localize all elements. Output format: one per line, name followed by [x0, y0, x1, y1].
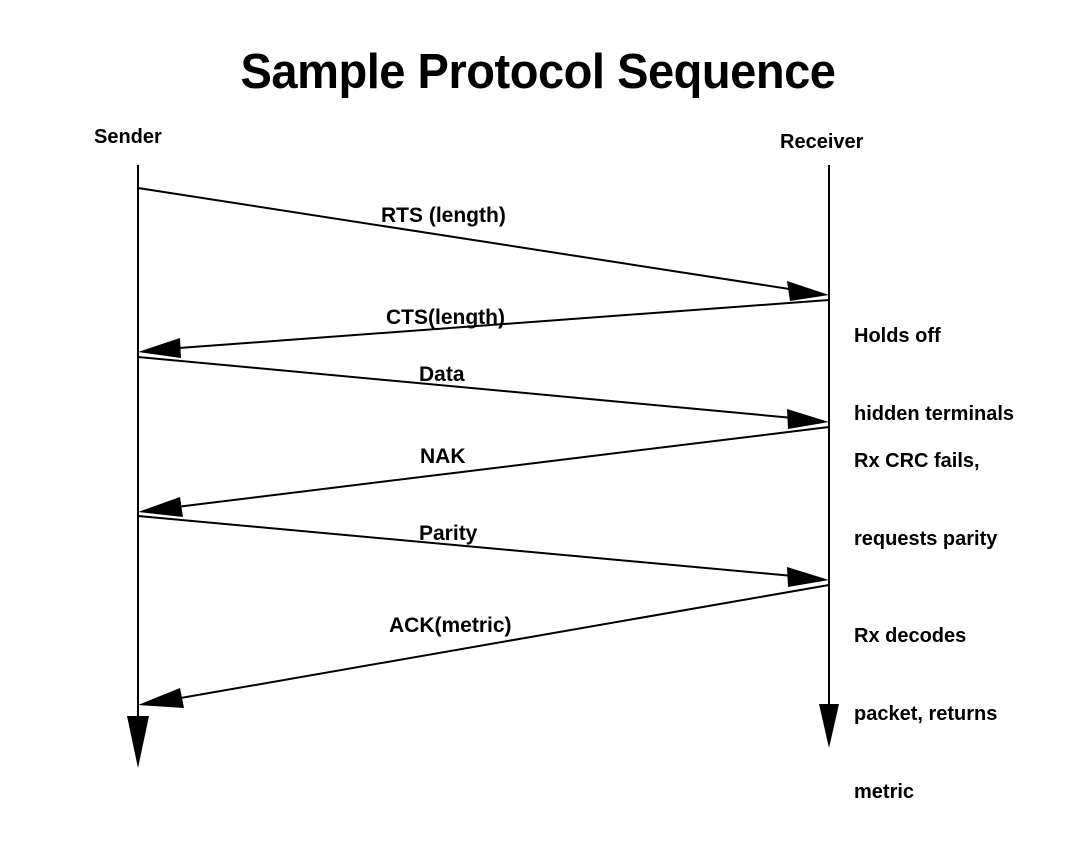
- message-arrow-ack: [138, 584, 830, 708]
- annotation-line: Rx decodes: [854, 625, 967, 647]
- annotation-decodes-packet: Rx decodes packet, returns metric: [854, 571, 997, 857]
- message-label-nak: NAK: [420, 445, 466, 468]
- sequence-diagram-lines: [127, 165, 839, 768]
- message-arrow-cts: [138, 299, 830, 358]
- annotation-line: Rx CRC fails,: [854, 450, 980, 472]
- message-arrow-parity: [137, 515, 829, 587]
- message-label-data: Data: [419, 363, 465, 386]
- message-arrow-nak: [138, 426, 830, 517]
- message-arrow-data: [137, 356, 829, 429]
- actor-label-sender: Sender: [94, 126, 162, 148]
- annotation-crc-fails: Rx CRC fails, requests parity: [854, 396, 997, 604]
- message-label-cts: CTS(length): [386, 306, 505, 329]
- message-label-rts: RTS (length): [381, 204, 506, 227]
- annotation-line: hidden terminals: [854, 403, 1015, 425]
- annotation-holds-off: Holds off hidden terminals: [854, 271, 1014, 479]
- annotation-line: metric: [854, 781, 915, 803]
- message-arrow-rts: [137, 187, 829, 301]
- page-title: Sample Protocol Sequence: [240, 45, 836, 99]
- actor-label-receiver: Receiver: [780, 131, 864, 153]
- lifeline-receiver: [819, 165, 839, 748]
- message-label-ack: ACK(metric): [389, 614, 512, 637]
- annotation-line: Holds off: [854, 325, 941, 347]
- annotation-line: packet, returns: [854, 703, 998, 725]
- annotation-line: requests parity: [854, 528, 998, 550]
- lifeline-sender: [127, 165, 149, 768]
- message-label-parity: Parity: [419, 522, 478, 545]
- slide-canvas: Sample Protocol Sequence Sender Receiver…: [94, 45, 1014, 803]
